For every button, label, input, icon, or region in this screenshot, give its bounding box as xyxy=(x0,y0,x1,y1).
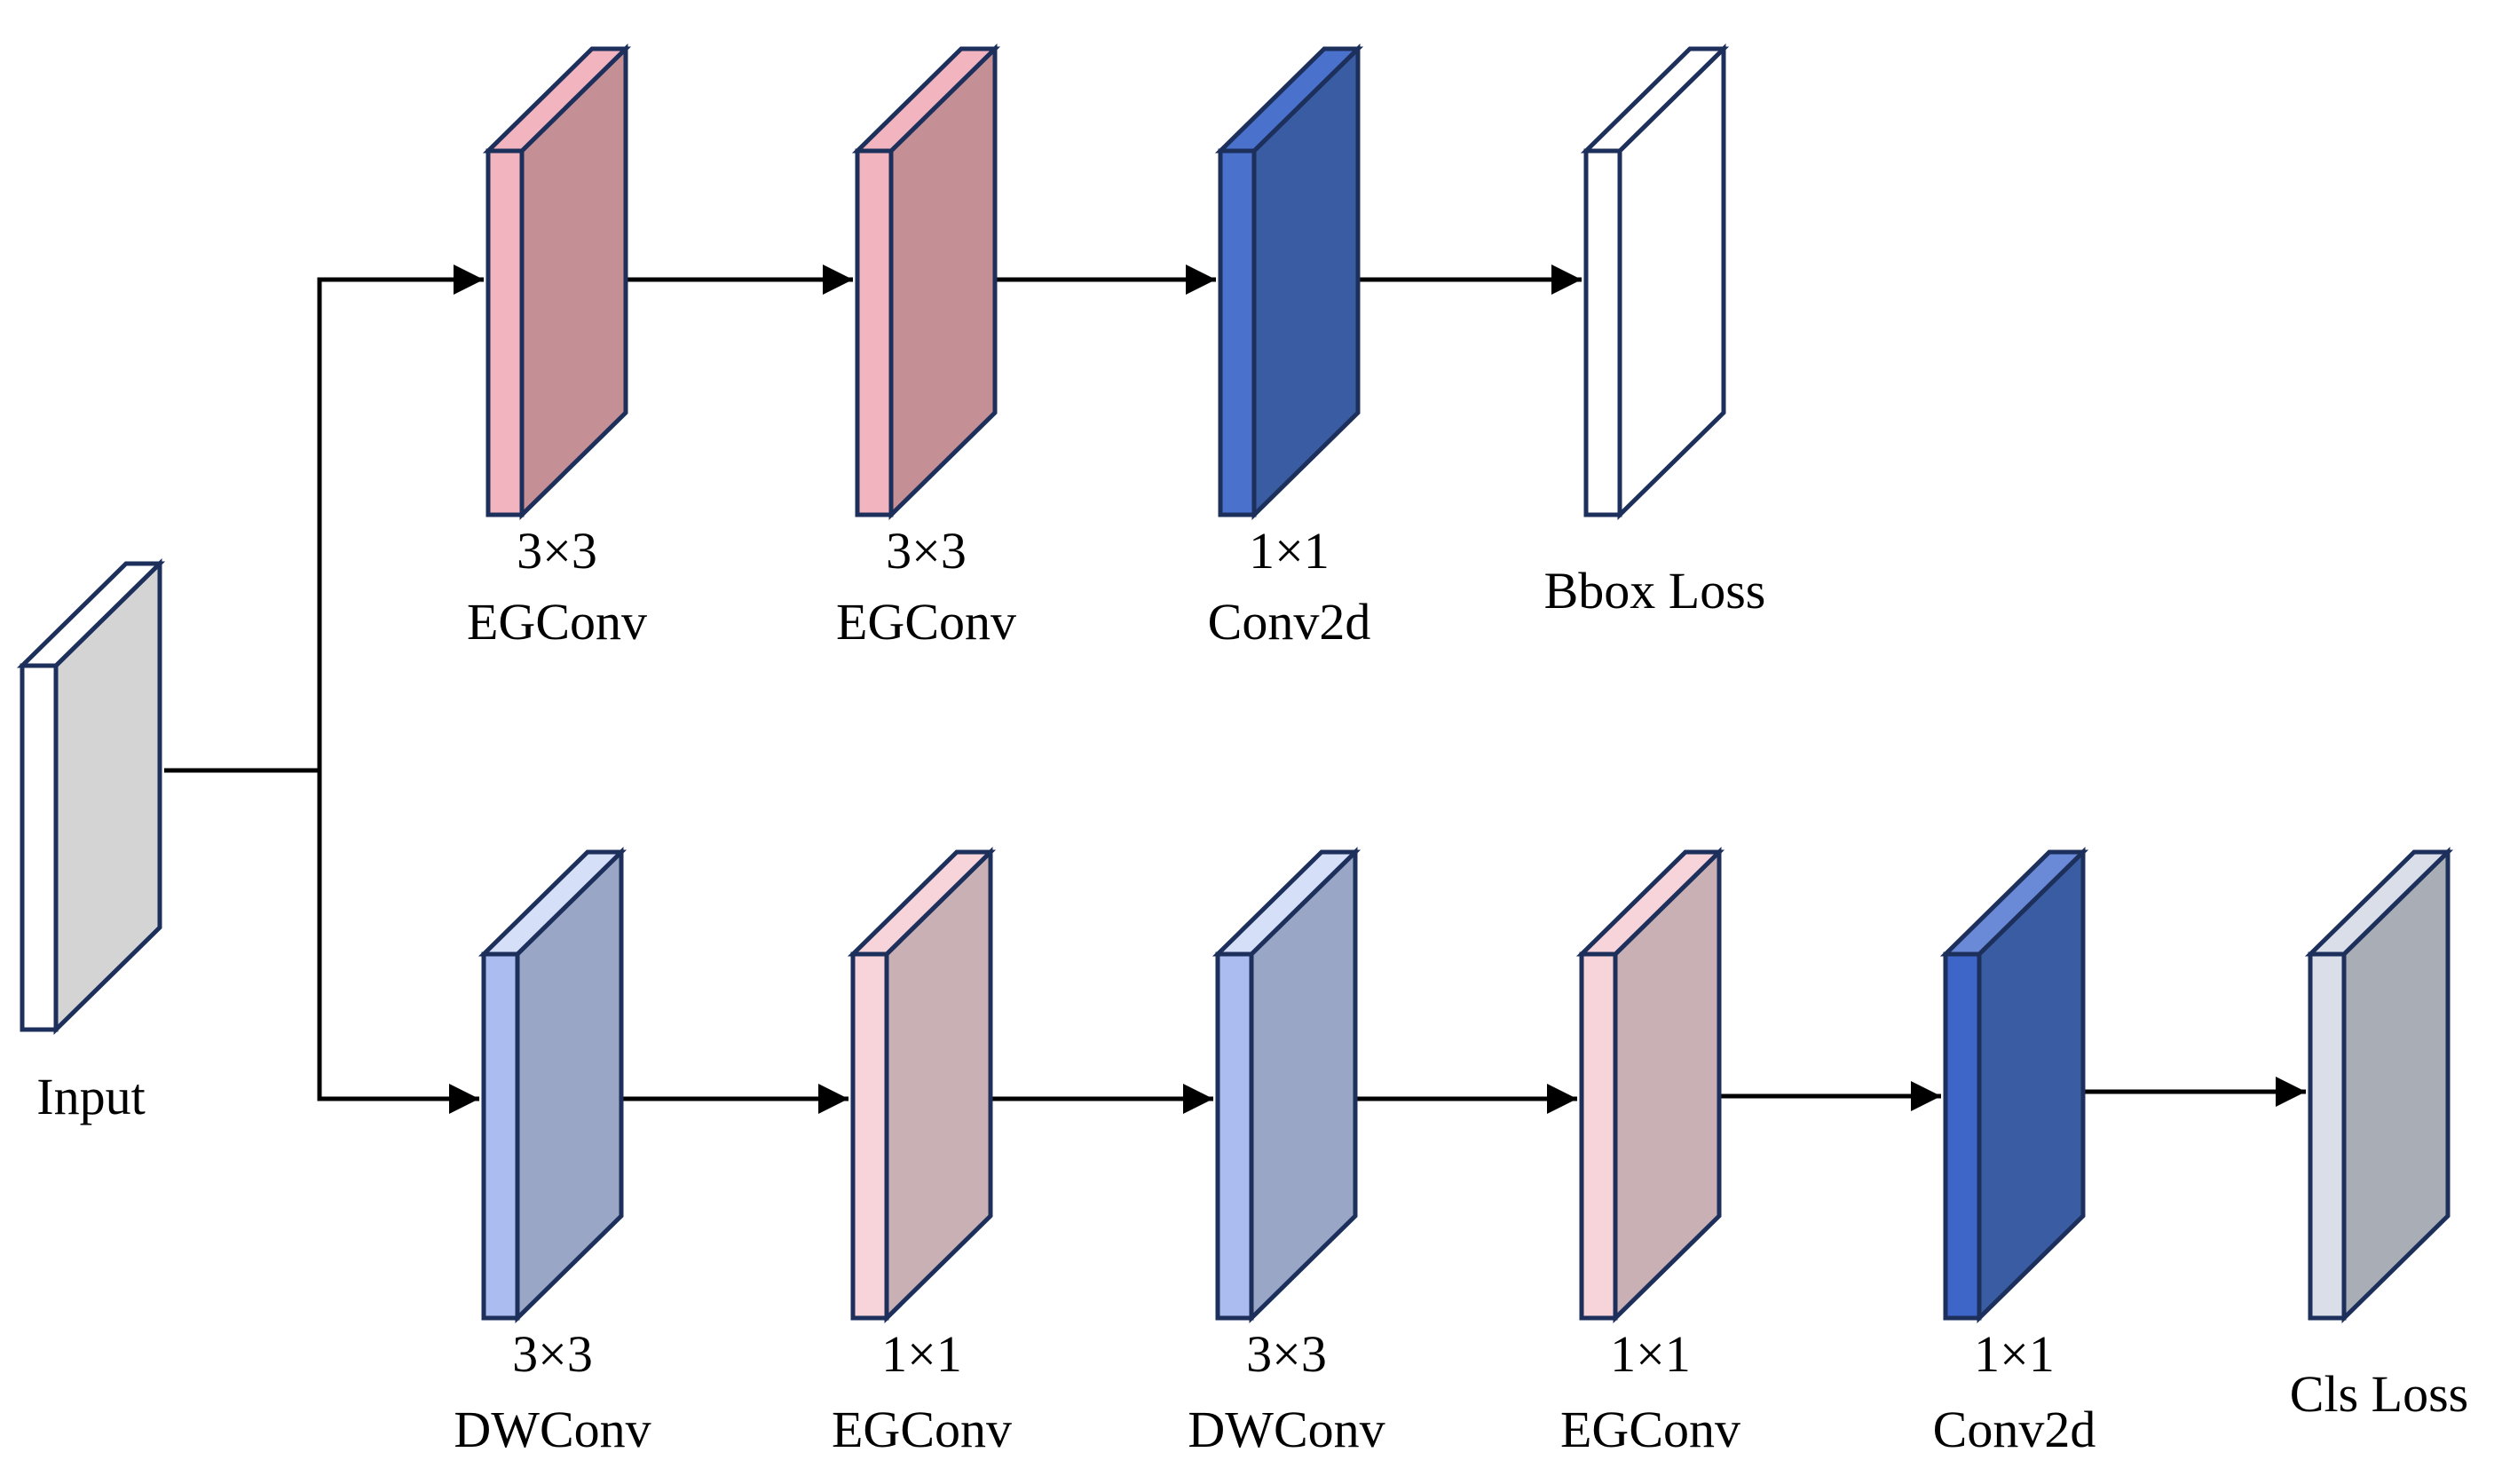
top-block-t3-label-line1: 1×1 xyxy=(1249,522,1330,580)
bottom-block-b1-front-face xyxy=(481,951,520,1321)
top-block-t4-front-face xyxy=(1583,148,1622,517)
edge-split-to-top xyxy=(317,264,484,770)
bottom-block-b1-label-line2: DWConv xyxy=(454,1401,651,1458)
bottom-block-b4-front-face xyxy=(1579,951,1618,1321)
input-block-front-face xyxy=(20,663,59,1032)
top-block-t1-front-face xyxy=(485,148,525,517)
bottom-block-b1-label-line1: 3×3 xyxy=(512,1325,593,1383)
top-block-t4-label-line2: Bbox Loss xyxy=(1544,562,1766,620)
top-block-t1-label-line1: 3×3 xyxy=(517,522,597,580)
top-block-t1-label-line2: EGConv xyxy=(467,593,647,651)
top-block-t2-label-line1: 3×3 xyxy=(886,522,967,580)
bottom-block-b1 xyxy=(477,847,627,1323)
bottom-block-b6 xyxy=(2304,847,2454,1323)
bottom-block-b6-label-line2: Cls Loss xyxy=(2290,1365,2468,1423)
connection-edges xyxy=(164,264,2306,1114)
bottom-block-b3 xyxy=(1211,847,1361,1323)
bottom-block-b3-label-line1: 3×3 xyxy=(1246,1325,1327,1383)
input-block xyxy=(16,558,166,1035)
bottom-block-b4-label-line1: 1×1 xyxy=(1610,1325,1691,1383)
bottom-block-b5-label-line1: 1×1 xyxy=(1974,1325,2055,1383)
edge-split-to-bottom xyxy=(317,770,479,1114)
bottom-block-b2-label-line2: EGConv xyxy=(832,1401,1012,1458)
bottom-block-b4 xyxy=(1575,847,1725,1323)
bottom-block-b5 xyxy=(1939,847,2089,1323)
top-block-t4 xyxy=(1580,43,1730,520)
top-block-t2 xyxy=(851,43,1001,520)
bottom-block-b2-front-face xyxy=(850,951,889,1321)
top-block-t2-label-line2: EGConv xyxy=(836,593,1016,651)
bottom-block-b3-label-line2: DWConv xyxy=(1188,1401,1385,1458)
top-block-t3 xyxy=(1214,43,1364,520)
input-label: Input xyxy=(36,1068,145,1125)
bottom-block-b2-label-line1: 1×1 xyxy=(881,1325,962,1383)
bottom-block-b6-front-face xyxy=(2308,951,2347,1321)
bottom-block-b5-front-face xyxy=(1943,951,1982,1321)
top-block-t2-front-face xyxy=(855,148,894,517)
bottom-block-b5-label-line2: Conv2d xyxy=(1933,1401,2096,1458)
bottom-block-b3-front-face xyxy=(1215,951,1254,1321)
top-block-t3-front-face xyxy=(1218,148,1257,517)
top-block-t1 xyxy=(482,43,632,520)
bottom-block-b4-label-line2: EGConv xyxy=(1560,1401,1740,1458)
layer-blocks xyxy=(16,43,2454,1323)
bottom-block-b2 xyxy=(847,847,997,1323)
top-block-t3-label-line2: Conv2d xyxy=(1208,593,1371,651)
